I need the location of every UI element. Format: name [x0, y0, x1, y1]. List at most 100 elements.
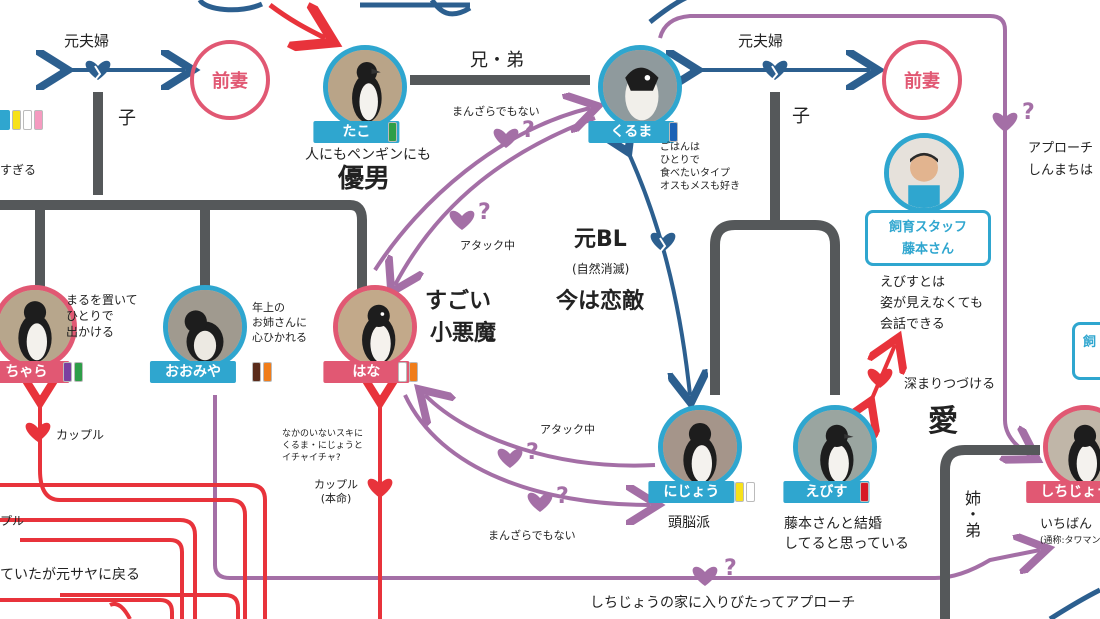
color-swatches	[398, 362, 418, 382]
left-bottom-note: ていたが元サヤに戻る	[0, 567, 140, 583]
swatch	[735, 482, 744, 502]
oomiya-desc: 年上の お姉さんに 心ひかれる	[252, 300, 307, 345]
ex-bl-sub: (自然消滅)	[572, 262, 630, 276]
color-swatches	[63, 362, 83, 382]
hana-desc-2: 小悪魔	[430, 321, 497, 346]
top-right-blue-line	[648, 0, 688, 24]
sneak-line: イチャイチャ?	[282, 453, 341, 463]
nijou-attack-label: アタック中	[540, 423, 595, 436]
swatch	[398, 362, 407, 382]
swatch	[0, 110, 10, 130]
tako-desc-1: 人にもペンギンにも	[305, 147, 431, 163]
staff-title: 飼育スタッフ	[888, 220, 967, 235]
ebisu-desc: 藤本さんと結婚 してると思っている	[784, 514, 909, 554]
swatch	[263, 362, 272, 382]
ebisu-staff-line: 会話できる	[880, 317, 945, 332]
penguin-avatar	[163, 285, 247, 369]
name-tag: にじょう	[648, 481, 735, 503]
ebisu-desc-line: してると思っている	[784, 536, 909, 552]
oomiya-desc-line: お姉さんに	[252, 316, 307, 329]
tree-left-horizontal	[0, 200, 367, 290]
node-shichijou[interactable]: しちじょう	[1010, 405, 1100, 555]
ex-wife-right-label: 前妻	[904, 71, 940, 92]
chara-desc-line: まるを置いて	[66, 293, 138, 307]
oomiya-desc-line: 心ひかれる	[252, 331, 307, 344]
sister-brother-label: 姉・弟	[962, 490, 981, 538]
kuruma-desc-line: ごはんは	[660, 142, 700, 153]
name-tag: はな	[323, 361, 410, 383]
manzara-bottom-label: まんざらでもない	[488, 529, 576, 542]
couple-true-line: (本命)	[320, 492, 352, 505]
kuruma-desc-line: 食べたいタイプ	[660, 168, 730, 179]
couple-true-line: カップル	[314, 478, 358, 491]
swatch	[34, 110, 43, 130]
color-swatches	[252, 362, 272, 382]
swatch	[74, 362, 83, 382]
purple-hana-to-kuruma	[373, 108, 590, 272]
approach-right-1: アプローチ	[1028, 141, 1094, 156]
purple-right-loop	[658, 14, 1030, 455]
penguin-avatar	[658, 405, 742, 489]
question-manzara-bottom: ?	[556, 484, 569, 509]
ex-bl-label: 元BL	[574, 227, 627, 252]
name-tag: くるま	[588, 121, 675, 143]
ebisu-staff-line: えびすとは	[880, 275, 946, 290]
node-ebisu[interactable]: えびす	[760, 405, 910, 555]
ex-wife-left-label: 前妻	[212, 71, 248, 92]
ex-wife-left-circle: 前妻	[190, 40, 270, 120]
couple-left-label: カップル	[56, 428, 105, 442]
node-tako[interactable]: たこ	[290, 45, 440, 195]
ebisu-staff-line: 姿が見えなくても	[880, 296, 983, 311]
top-blue-line-3	[429, 0, 472, 17]
name-tag: えびす	[783, 481, 870, 503]
ebisu-staff-desc: えびすとは 姿が見えなくても 会話できる	[880, 272, 983, 335]
node-oomiya[interactable]: おおみや	[130, 285, 280, 435]
sister-brother-line	[940, 445, 1040, 619]
question-attack-top: ?	[478, 200, 491, 225]
kuruma-desc: ごはんは ひとりで 食べたいタイプ オスもメスも好き	[660, 141, 740, 193]
ex-spouse-right-label: 元夫婦	[738, 32, 784, 50]
chara-desc-line: 出かける	[66, 325, 115, 339]
node-kuruma[interactable]: くるま	[565, 45, 715, 195]
swatch	[860, 482, 869, 502]
node-hana[interactable]: はな	[300, 285, 450, 435]
left-edge-pl: プル	[0, 514, 25, 528]
swatch	[63, 362, 72, 382]
staff-name: 藤本さん	[901, 242, 954, 257]
purple-kuruma-to-hana	[395, 116, 596, 285]
swatch	[669, 122, 678, 142]
heart-attack-top	[449, 210, 475, 230]
attack-top-label: アタック中	[460, 239, 515, 252]
left-too-much: すぎる	[0, 163, 37, 177]
question-approach-right: ?	[1022, 100, 1035, 125]
approach-right-2: しんまちは	[1028, 163, 1094, 178]
ebisu-desc-line: 藤本さんと結婚	[784, 516, 882, 532]
swatch	[746, 482, 755, 502]
purple-approach-line	[213, 395, 1040, 580]
question-attack-bottom: ?	[526, 440, 539, 465]
right-edge-box: 飼	[1072, 322, 1100, 380]
shichijou-desc-2: (通称:タワマン	[1040, 536, 1100, 546]
tako-desc-2: 優男	[338, 164, 391, 194]
right-edge-text: 飼	[1083, 335, 1097, 350]
heart-manzara-top	[493, 128, 519, 148]
question-approach-bottom: ?	[724, 556, 737, 581]
kuruma-desc-line: オスもメスも好き	[660, 181, 740, 192]
ex-spouse-left-label: 元夫婦	[64, 32, 110, 50]
penguin-avatar	[0, 285, 77, 369]
penguin-avatar	[793, 405, 877, 489]
swatch	[12, 110, 21, 130]
deep-love-big: 愛	[928, 404, 958, 439]
node-chara[interactable]: ちゃら	[0, 285, 110, 435]
swatch	[388, 122, 397, 142]
name-tag: たこ	[313, 121, 400, 143]
sneak-line: なかのいないスキに	[282, 429, 364, 439]
bottom-approach-label: しちじょうの家に入りびたってアプローチ	[590, 595, 856, 611]
penguin-avatar	[333, 285, 417, 369]
deep-love-label: 深まりつづける	[904, 377, 996, 392]
hana-desc-1: すごい	[425, 289, 492, 314]
staff-label-box: 飼育スタッフ 藤本さん	[865, 210, 991, 266]
ex-bl-now: 今は恋敵	[556, 289, 645, 314]
couple-true-desc: カップル (本命)	[314, 478, 358, 506]
node-nijou[interactable]: にじょう	[625, 405, 775, 555]
